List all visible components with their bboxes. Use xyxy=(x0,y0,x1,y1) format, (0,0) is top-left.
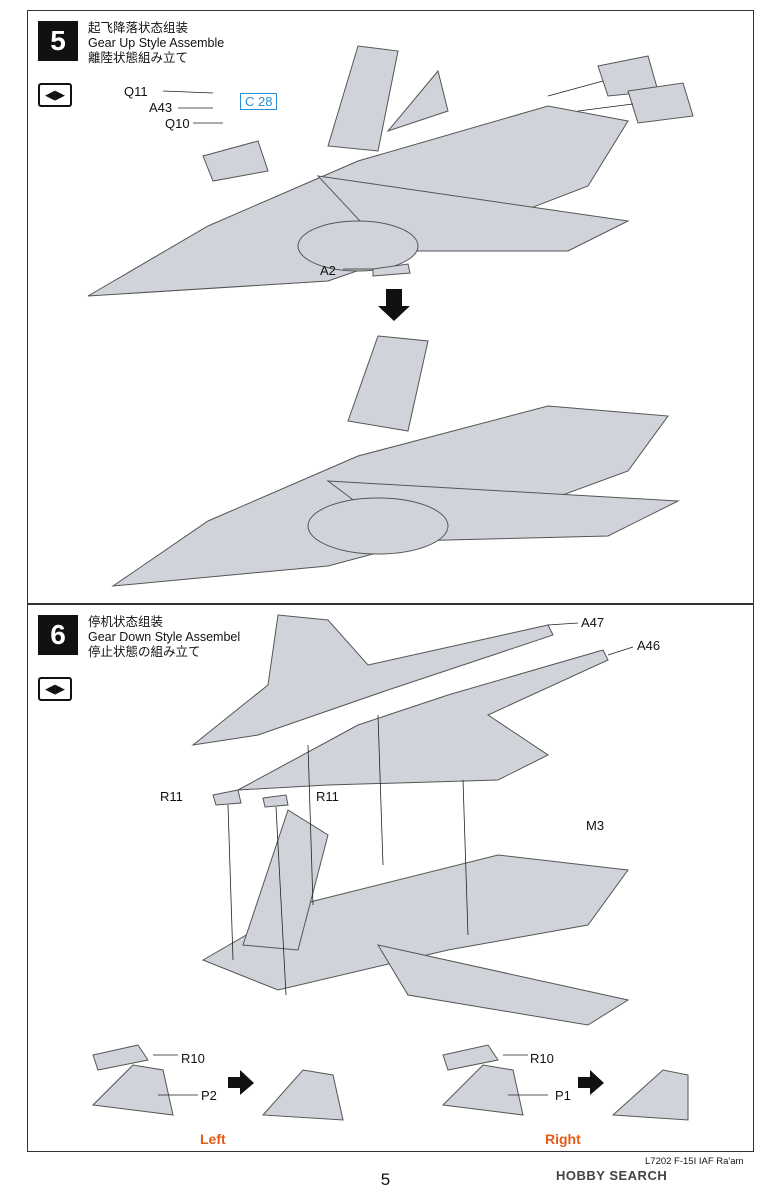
step-5-title-ja: 離陸状態組み立て xyxy=(88,51,189,65)
step-5-title-zh: 起飞降落状态组装 xyxy=(88,21,189,35)
gear-down-aircraft-illustration xyxy=(91,614,689,1121)
step-5-badge: 5 xyxy=(38,21,78,61)
step-5-panel: 5 起飞降落状态组装 Gear Up Style Assemble 離陸状態組み… xyxy=(27,10,754,604)
step-6-title-zh: 停机状态组装 xyxy=(88,615,164,629)
step-6-title-en: Gear Down Style Assembel xyxy=(88,630,241,644)
callout-c28: C 28 xyxy=(240,93,278,110)
double-arrow-icon: ◀▶ xyxy=(38,83,72,107)
part-p1 xyxy=(441,1064,524,1116)
step-5-titles: 起飞降落状态组装 Gear Up Style Assemble 離陸状態組み立て xyxy=(88,21,224,66)
part-label-p2: P2 xyxy=(201,1088,217,1103)
left-side-label: Left xyxy=(200,1131,226,1147)
part-r10-left xyxy=(92,1044,149,1071)
step-5-title-en: Gear Up Style Assemble xyxy=(88,36,225,50)
assembled-gear-door-right xyxy=(611,1069,689,1121)
part-label-r11-right: R11 xyxy=(316,789,339,804)
assembled-gear-door-left xyxy=(261,1069,344,1121)
part-label-r10-right: R10 xyxy=(530,1051,554,1066)
lower-aircraft-tail-fin xyxy=(347,335,429,432)
watermark-logo: HOBBY SEARCH xyxy=(556,1168,668,1183)
part-label-a47: A47 xyxy=(581,615,605,630)
part-m3-lower-fuselage xyxy=(201,854,629,991)
step-6-title-ja: 停止状態の組み立て xyxy=(88,645,201,659)
part-r11-right xyxy=(262,794,289,808)
upper-aircraft-tail-fin xyxy=(327,45,399,152)
upper-aircraft-fuel-tank xyxy=(297,220,419,272)
right-side-label: Right xyxy=(545,1131,581,1147)
part-p2 xyxy=(91,1064,174,1116)
double-arrow-icon: ◀▶ xyxy=(38,677,72,701)
part-label-a43: A43 xyxy=(149,100,173,115)
part-label-a2: A2 xyxy=(320,263,336,278)
part-label-a46: A46 xyxy=(637,638,661,653)
step-6-titles: 停机状态组装 Gear Down Style Assembel 停止状態の組み立… xyxy=(88,615,240,660)
part-label-q11: Q11 xyxy=(124,84,148,99)
step-6-panel: 6 停机状态组装 Gear Down Style Assembel 停止状態の組… xyxy=(27,604,754,1152)
upper-part-small-door xyxy=(202,140,269,182)
lower-wing xyxy=(376,944,630,1026)
part-label-m3: M3 xyxy=(586,818,605,833)
product-code: L7202 F-15I IAF Ra'am xyxy=(645,1156,744,1167)
gear-up-aircraft-illustration xyxy=(87,45,694,587)
part-label-r11-left: R11 xyxy=(160,789,183,804)
lower-aircraft-fuel-tank xyxy=(307,497,449,555)
page-number: 5 xyxy=(380,1170,391,1189)
right-arrow-icon-right xyxy=(578,1070,604,1095)
step-6-badge: 6 xyxy=(38,615,78,655)
part-a46-upper-shell xyxy=(237,649,609,791)
engine-nozzle-2 xyxy=(627,82,694,124)
right-arrow-icon-left xyxy=(228,1070,254,1095)
upper-aircraft-tail-fin-2 xyxy=(386,69,449,133)
upper-part-a2 xyxy=(372,263,411,277)
lower-tail-fin xyxy=(242,809,329,951)
part-label-p1: P1 xyxy=(555,1088,571,1103)
down-arrow-icon xyxy=(378,289,410,321)
part-a47-upper-shell xyxy=(191,614,554,746)
part-label-r10-left: R10 xyxy=(181,1051,205,1066)
part-label-q10: Q10 xyxy=(165,116,190,131)
part-r11-left xyxy=(212,789,242,806)
part-r10-right xyxy=(442,1044,499,1071)
